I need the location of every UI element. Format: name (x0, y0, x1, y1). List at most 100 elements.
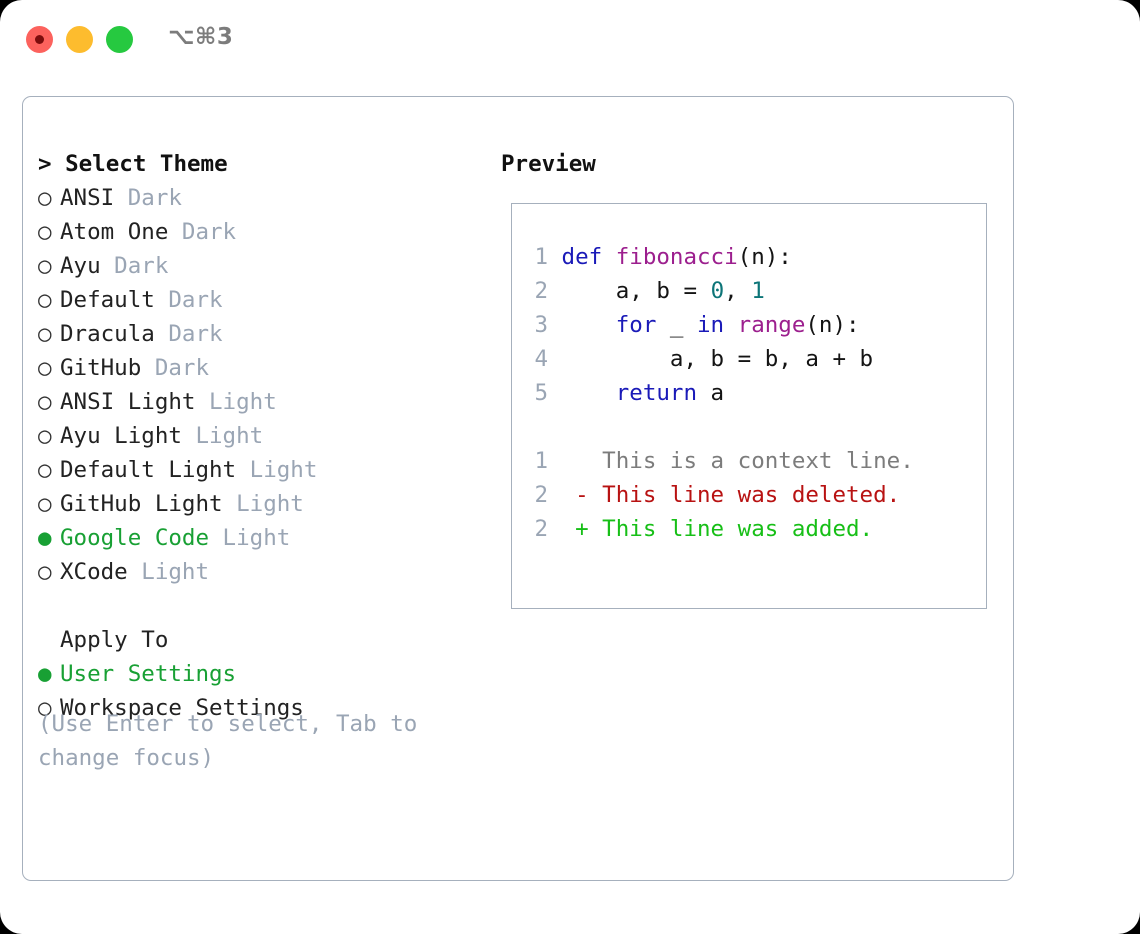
title-bar: ⌥⌘3 (0, 0, 1140, 78)
line-number: 3 (534, 312, 548, 338)
content-panel: > Select Theme ○ANSI Dark○Atom One Dark○… (22, 96, 1014, 881)
apply-to-heading: ○Apply To (38, 623, 483, 657)
theme-name: Dracula (60, 321, 155, 347)
radio-unselected-icon[interactable]: ○ (38, 253, 52, 279)
theme-list-item[interactable]: ○ ANSI Light Light (38, 385, 483, 419)
gutter-spacer (548, 278, 562, 304)
close-button[interactable] (26, 26, 53, 53)
theme-list-item[interactable]: ○ ANSI Dark (38, 181, 483, 215)
theme-list-item[interactable]: ○Default Light Light (38, 453, 483, 487)
page-title: Select Theme (65, 151, 228, 177)
code-token-kw: for (615, 312, 657, 338)
theme-list-item[interactable]: ○ XCode Light (38, 555, 483, 589)
theme-name: ANSI Light (60, 389, 196, 415)
radio-unselected-icon[interactable]: ○ (38, 423, 52, 449)
theme-variant-tag: Light (222, 491, 304, 517)
radio-unselected-icon[interactable]: ○ (38, 219, 52, 245)
radio-selected-icon[interactable]: ● (38, 525, 52, 551)
theme-list-item[interactable]: ○ GitHub Dark (38, 351, 483, 385)
apply-to-option[interactable]: ○Workspace Settings (38, 691, 483, 725)
theme-name: ANSI (60, 185, 115, 211)
diff-line: 2 - This line was deleted. (522, 478, 980, 512)
gutter-spacer (548, 244, 562, 270)
theme-variant-tag: Dark (168, 219, 237, 245)
line-number: 4 (534, 346, 548, 372)
radio-unselected-icon[interactable]: ○ (38, 287, 52, 313)
code-line: 5 return a (522, 376, 980, 410)
apply-to-option[interactable]: ● User Settings (38, 657, 483, 691)
line-number: 2 (534, 516, 548, 542)
theme-variant-tag: Dark (100, 253, 169, 279)
theme-variant-tag: Light (181, 423, 264, 449)
theme-name: GitHub (60, 355, 142, 381)
line-number: 2 (534, 482, 548, 508)
line-number: 5 (534, 380, 548, 406)
theme-variant-tag: Dark (154, 287, 223, 313)
keyboard-hint: (Use Enter to select, Tab to change focu… (38, 707, 468, 775)
list-spacer (38, 589, 483, 623)
theme-list-item[interactable]: ●Google Code Light (38, 521, 483, 555)
theme-variant-tag: Dark (141, 355, 210, 381)
diff-line: 2 + This line was added. (522, 512, 980, 546)
hint-line-2: change focus) (38, 745, 215, 771)
theme-list: ○ANSI Dark○Atom One Dark○Ayu Dark○Defaul… (38, 181, 483, 589)
diff-line-text-add: + This line was added. (548, 516, 874, 542)
caret-icon: > (38, 151, 52, 177)
code-token-pl: , (724, 278, 752, 304)
theme-name: Ayu (60, 253, 101, 279)
code-token-pl: a (697, 380, 725, 406)
diff-line: 1 This is a context line. (522, 444, 980, 478)
code-token-pl (724, 312, 738, 338)
keyboard-shortcut-label: ⌥⌘3 (168, 24, 234, 50)
theme-variant-tag: Light (195, 389, 277, 415)
theme-variant-tag: Light (127, 559, 210, 585)
theme-list-item[interactable]: ○ Dracula Dark (38, 317, 483, 351)
apply-to-marker-spacer: ○ (38, 623, 60, 657)
theme-list-item[interactable]: ○GitHub Light Light (38, 487, 483, 521)
code-line: 3 for _ in range(n): (522, 308, 980, 342)
radio-unselected-icon[interactable]: ○ (38, 321, 52, 347)
preview-column: Preview 1 def fibonacci(n):2 a, b = 0, 1… (501, 147, 991, 609)
radio-unselected-icon[interactable]: ○ (38, 185, 52, 211)
apply-to-list: ● User Settings ○Workspace Settings (38, 657, 483, 725)
theme-name: XCode (60, 559, 128, 585)
theme-list-item[interactable]: ○Ayu Light Light (38, 419, 483, 453)
diff-sample: 1 This is a context line.2 - This line w… (522, 444, 980, 546)
code-token-num: 0 (710, 278, 725, 304)
gutter-spacer (548, 346, 562, 372)
gutter-spacer (548, 312, 562, 338)
code-token-pl: _ (656, 312, 698, 338)
hint-line-1: (Use Enter to select, Tab to (38, 711, 418, 737)
line-number: 1 (534, 448, 548, 474)
theme-variant-tag: Dark (154, 321, 223, 347)
code-token-kw: def (561, 244, 616, 270)
theme-selector-column: > Select Theme ○ANSI Dark○Atom One Dark○… (38, 147, 483, 725)
theme-list-item[interactable]: ○ Ayu Dark (38, 249, 483, 283)
theme-variant-tag: Dark (114, 185, 182, 211)
theme-list-item[interactable]: ○Atom One Dark (38, 215, 483, 249)
radio-unselected-icon[interactable]: ○ (38, 695, 52, 721)
radio-unselected-icon[interactable]: ○ (38, 355, 52, 381)
code-line: 2 a, b = 0, 1 (522, 274, 980, 308)
radio-unselected-icon[interactable]: ○ (38, 491, 52, 517)
record-indicator-icon (35, 35, 44, 44)
apply-to-option-label: User Settings (60, 661, 237, 687)
minimize-button[interactable] (66, 26, 93, 53)
gutter-spacer (548, 380, 562, 406)
diff-line-text-del: - This line was deleted. (548, 482, 901, 508)
theme-list-item[interactable]: ○ Default Dark (38, 283, 483, 317)
theme-name: Default (60, 287, 155, 313)
radio-unselected-icon[interactable]: ○ (38, 559, 52, 585)
code-token-fn: fibonacci (615, 244, 738, 270)
line-number: 2 (534, 278, 548, 304)
maximize-button[interactable] (106, 26, 133, 53)
preview-title: Preview (501, 151, 596, 177)
diff-line-text-ctx: This is a context line. (548, 448, 914, 474)
radio-selected-icon[interactable]: ● (38, 661, 52, 687)
radio-unselected-icon[interactable]: ○ (38, 389, 52, 415)
radio-unselected-icon[interactable]: ○ (38, 457, 52, 483)
apply-to-label: Apply To (60, 627, 169, 653)
